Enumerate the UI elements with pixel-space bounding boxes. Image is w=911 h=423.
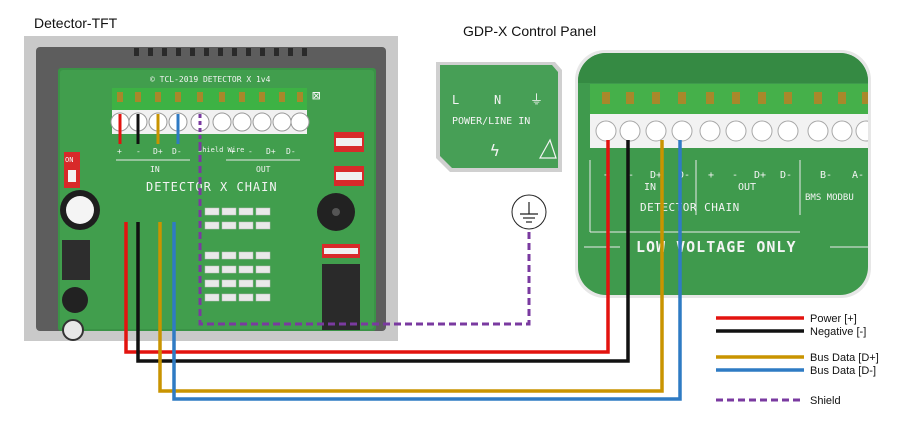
legend-item-shield: Shield xyxy=(716,395,841,407)
legend-item-negative: Negative [-] xyxy=(716,326,866,338)
power-line-module: L N ⏚ POWER/LINE IN ϟ xyxy=(436,62,562,172)
detector-board: © TCL-2019 DETECTOR X 1v4 ⊠ + - D+ D- Sh… xyxy=(24,36,398,341)
det-chain-label: DETECTOR X CHAIN xyxy=(146,180,278,194)
panel-out-minus: - xyxy=(732,170,738,181)
panel-bms-bminus: B- xyxy=(820,170,832,181)
power-terminal-n: N xyxy=(494,93,501,107)
vent-slots xyxy=(134,48,307,56)
negative-wire xyxy=(136,140,630,363)
det-out-label: OUT xyxy=(256,165,271,174)
bus-data-dminus-wire xyxy=(172,140,682,401)
panel-out-dplus: D+ xyxy=(754,170,766,181)
legend-label-power: Power [+] xyxy=(810,313,857,325)
control-panel-board: + - D+ D- IN + - D+ D- OUT B- A- BMS MOD… xyxy=(575,50,871,298)
panel-in-dminus: D- xyxy=(678,170,690,181)
legend-label-dplus: Bus Data [D+] xyxy=(810,352,879,364)
detector-copyright: © TCL-2019 DETECTOR X 1v4 xyxy=(150,75,271,84)
legend-item-dminus: Bus Data [D-] xyxy=(716,365,876,377)
panel-bms-aminus: A- xyxy=(852,170,864,181)
panel-bms-label: BMS MODBU xyxy=(805,193,854,203)
control-panel-title: GDP-X Control Panel xyxy=(463,23,597,39)
panel-in-minus: - xyxy=(628,170,634,181)
detector-terminal-block xyxy=(110,88,310,134)
legend-label-dminus: Bus Data [D-] xyxy=(810,365,876,377)
legend-label-negative: Negative [-] xyxy=(810,326,866,338)
low-voltage-label: LOW VOLTAGE ONLY xyxy=(636,238,797,256)
panel-in-dplus: D+ xyxy=(650,170,662,181)
resistor-grid xyxy=(204,207,271,302)
bus-data-dplus-wire xyxy=(158,140,664,393)
det-out-dplus: D+ xyxy=(266,147,276,156)
det-out-dminus: D- xyxy=(286,147,296,156)
hazard-bolt-icon: ϟ xyxy=(490,141,500,160)
panel-out-dminus: D- xyxy=(780,170,792,181)
panel-chain-label: DETECTOR CHAIN xyxy=(640,201,740,214)
legend: Power [+] Negative [-] Bus Data [D+] Bus… xyxy=(716,313,879,407)
det-in-dminus: D- xyxy=(172,147,182,156)
det-in-dplus: D+ xyxy=(153,147,163,156)
wiring xyxy=(124,140,682,401)
earth-ground-icon xyxy=(511,194,547,230)
shield-wire xyxy=(198,144,531,326)
component-block xyxy=(62,240,90,280)
legend-item-power: Power [+] xyxy=(716,313,857,325)
panel-out-label: OUT xyxy=(738,182,756,193)
dip-switches: ON xyxy=(64,132,364,258)
power-terminal-earth: ⏚ xyxy=(530,93,543,108)
switch-on-label: ON xyxy=(65,156,73,164)
det-out-plus: + xyxy=(230,147,235,156)
detector-title: Detector-TFT xyxy=(34,15,118,31)
legend-label-shield: Shield xyxy=(810,395,841,407)
module-block xyxy=(322,264,360,330)
panel-in-label: IN xyxy=(644,182,656,193)
panel-out-plus: + xyxy=(708,170,714,181)
power-line-label: POWER/LINE IN xyxy=(452,116,530,127)
det-shield-label: Shield Wire xyxy=(198,146,244,154)
legend-item-dplus: Bus Data [D+] xyxy=(716,352,879,364)
det-in-label: IN xyxy=(150,165,160,174)
power-terminal-l: L xyxy=(452,93,459,107)
det-out-minus: - xyxy=(248,147,253,156)
warning-triangle-icon xyxy=(538,138,557,159)
weee-symbol: ⊠ xyxy=(312,88,321,104)
det-in-minus: - xyxy=(136,147,141,156)
power-wire xyxy=(124,140,610,354)
det-in-plus: + xyxy=(117,147,122,156)
